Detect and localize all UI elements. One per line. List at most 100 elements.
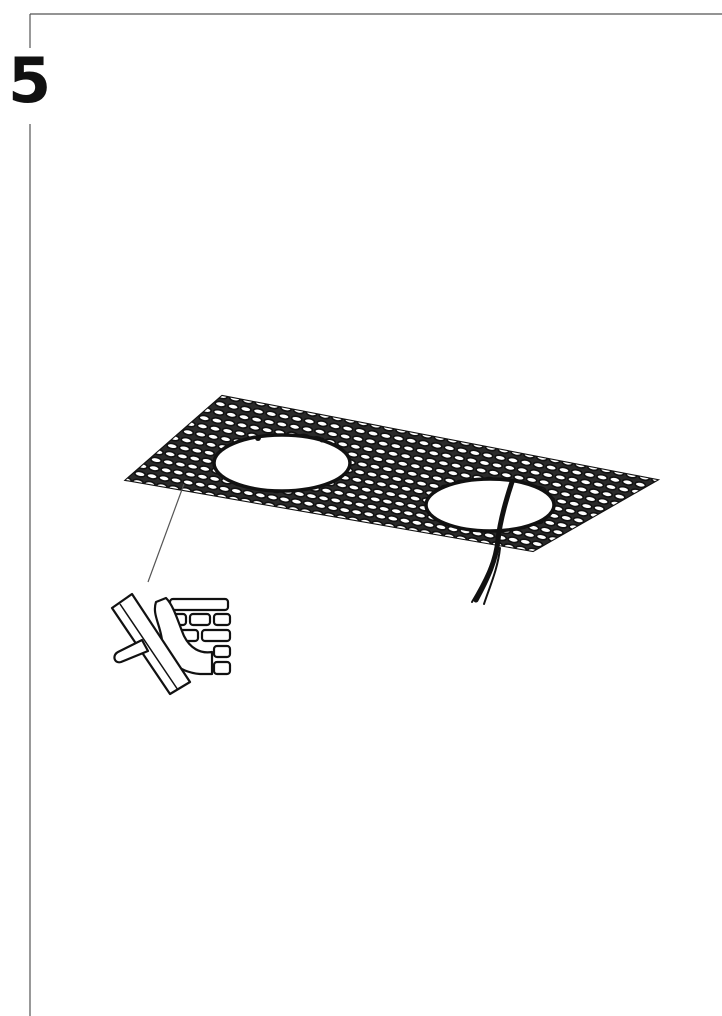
perforation-hole [150,456,163,464]
perforation-hole [194,430,207,439]
perforation-hole [572,516,585,524]
perforation-hole [424,457,437,465]
perforation-hole [166,442,179,450]
perforation-hole [418,472,431,480]
perforation-hole [349,443,362,451]
perforation-hole [192,439,205,447]
perforation-hole [360,486,373,494]
perforation-hole [387,450,400,458]
perforation-hole [392,434,405,442]
perforation-hole [412,455,425,463]
perforation-hole [248,424,261,432]
perforation-hole [390,507,403,515]
perforation-hole [364,437,377,445]
perforation-hole [314,502,327,510]
brick [200,628,232,643]
step-number: 5 [8,44,51,117]
trowel-brick-icon [110,592,232,696]
perforation-hole [278,412,290,420]
perforation-hole [539,526,552,534]
perforation-hole [491,461,504,469]
perforation-hole [332,489,345,497]
perforation-hole [567,476,579,484]
perforation-hole [209,425,221,433]
perforation-hole [353,468,366,476]
perforation-hole [196,422,209,430]
perforation-hole [290,498,303,506]
perforation-hole [170,476,183,484]
leader-line [147,483,185,583]
perforation-hole [608,476,621,484]
perforation-hole [583,471,596,479]
perforation-hole [239,405,252,413]
perforation-hole [387,483,400,491]
perforation-hole [372,488,385,496]
perforation-hole [519,459,532,467]
perforation-hole [353,501,366,509]
perforation-hole [223,419,236,427]
perforation-hole [427,449,440,457]
perforation-hole [525,476,538,484]
perforation-hole [351,435,364,443]
perforation-hole [415,447,428,455]
perforation-hole [453,454,466,462]
perforation-hole [186,463,199,471]
perforation-hole [341,425,354,433]
brick [212,644,232,659]
perforation-hole [428,482,440,490]
perforation-hole [487,469,500,477]
perforation-hole [550,481,563,489]
perforation-hole [254,491,267,499]
perforation-hole [605,483,617,491]
perforation-hole [366,503,378,511]
perforation-hole [519,538,532,546]
perforation-hole [350,508,363,516]
perforation-hole [547,488,560,496]
perforation-hole [357,493,370,501]
perforation-hole [369,463,381,471]
perforation-hole [182,478,195,487]
perforation-hole [341,499,354,507]
perforation-hole [182,428,195,436]
perforation-hole [435,523,447,531]
left-cutout [212,433,352,493]
perforation-hole [450,462,463,470]
perforation-hole [430,442,443,450]
perforation-hole [361,445,374,453]
perforation-hole [201,457,213,465]
perforation-hole [354,427,367,435]
perforation-hole [266,493,279,501]
perforation-hole [278,495,291,504]
perforation-hole [415,480,428,488]
perforation-hole [275,420,288,428]
perforation-hole [389,442,402,450]
perforation-hole [545,464,558,472]
perforation-hole [531,540,544,548]
perforation-hole [359,453,372,461]
perforation-hole [575,485,588,493]
perforation-hole [210,417,223,425]
perforation-hole [320,487,333,495]
perforation-hole [263,418,276,426]
perforation-hole [410,519,423,527]
perforation-hole [148,464,161,472]
perforation-hole [176,452,189,460]
right-cutout [424,477,556,533]
brick [168,597,230,612]
perforation-hole [379,432,392,440]
perforation-hole [371,455,384,463]
perforation-hole [335,481,348,489]
perforation-hole [236,421,249,429]
perforation-hole [507,456,519,464]
perforation-hole [418,439,430,447]
perforation-hole [301,425,314,433]
perforation-hole [302,500,315,508]
perforation-hole [317,494,330,502]
perforation-hole [558,466,570,474]
perforation-hole [617,485,630,493]
perforation-hole [556,521,569,529]
perforation-hole [196,473,209,481]
perforation-hole [570,468,583,477]
perforation-hole [423,521,435,529]
